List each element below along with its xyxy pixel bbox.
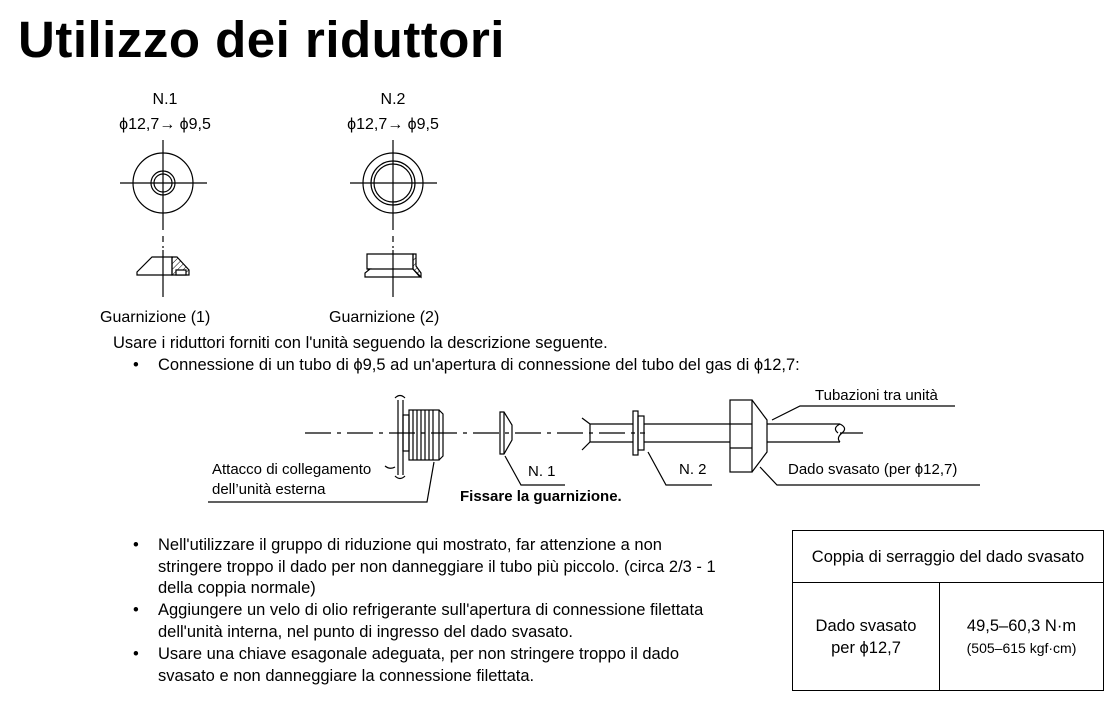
bullet: • [133, 601, 139, 619]
torque-table: Coppia di serraggio del dado svasato Dad… [792, 530, 1104, 691]
piping-label: Tubazioni tra unità [815, 387, 938, 404]
assembly-diagram [208, 394, 980, 503]
torque-value: 49,5–60,3 N·m (505–615 kgf·cm) [939, 582, 1104, 691]
torque-table-header: Coppia di serraggio del dado svasato [792, 530, 1104, 583]
note-2: Aggiungere un velo di olio refrigerante … [158, 600, 703, 643]
outdoor-port-label-2: dell’unità esterna [212, 481, 326, 498]
outdoor-port-label-1: Attacco di collegamento [212, 461, 372, 478]
note-1: Nell'utilizzare il gruppo di riduzione q… [158, 535, 716, 600]
row-label-line: Dado svasato [815, 616, 917, 635]
gasket-1-section [136, 250, 190, 297]
bullet: • [133, 356, 139, 374]
assembly-caption: Fissare la guarnizione. [460, 488, 622, 505]
note-line: stringere troppo il dado per non dannegg… [158, 557, 716, 576]
note-line: svasato e non danneggiare la connessione… [158, 666, 535, 685]
note-line: della coppia normale) [158, 579, 316, 597]
gasket-2-section [364, 250, 422, 297]
note-line: Nell'utilizzare il gruppo di riduzione q… [158, 536, 662, 554]
n1-label: N. 1 [528, 463, 556, 480]
n2-label: N. 2 [679, 461, 707, 478]
bullet: • [133, 536, 139, 554]
row-label-line: per ϕ12,7 [831, 638, 901, 657]
gasket-2-top-view [350, 140, 437, 248]
page-title: Utilizzo dei riduttori [18, 11, 505, 68]
torque-row-label: Dado svasato per ϕ12,7 [792, 582, 940, 691]
gasket-1-caption: Guarnizione (1) [100, 309, 211, 326]
torque-value-kgfcm: (505–615 kgf·cm) [966, 639, 1077, 656]
torque-value-nm: 49,5–60,3 N·m [966, 616, 1077, 635]
gasket-1-top-view [120, 140, 207, 248]
flare-nut-label: Dado svasato (per ϕ12,7) [788, 461, 958, 478]
note-line: Usare una chiave esagonale adeguata, per… [158, 645, 680, 663]
gasket-1-size: ϕ12,7→ ϕ9,5 [119, 116, 211, 133]
note-line: Aggiungere un velo di olio refrigerante … [158, 601, 704, 619]
gasket-1-number: N.1 [152, 91, 178, 108]
note-line: dell'unità interna, nel punto di ingress… [158, 622, 574, 641]
intro-text: Usare i riduttori forniti con l'unità se… [113, 334, 608, 352]
note-3: Usare una chiave esagonale adeguata, per… [158, 644, 679, 687]
gasket-2-number: N.2 [380, 91, 406, 108]
bullet: • [133, 645, 139, 663]
gasket-2-size: ϕ12,7→ ϕ9,5 [347, 116, 439, 133]
gasket-2-caption: Guarnizione (2) [329, 309, 440, 326]
first-bullet-text: Connessione di un tubo di ϕ9,5 ad un'ape… [158, 356, 800, 374]
